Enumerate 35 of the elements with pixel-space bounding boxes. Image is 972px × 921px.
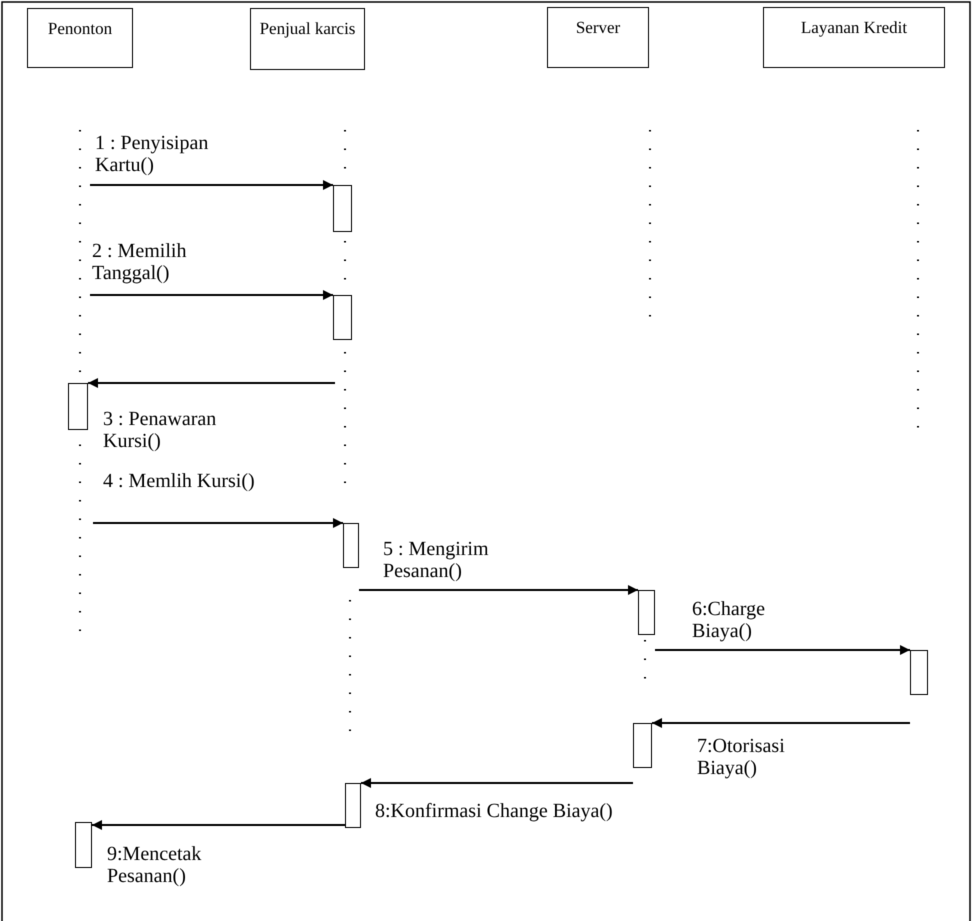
- lifeline-head-box: [27, 8, 133, 68]
- lifeline-head-box: [250, 8, 365, 70]
- lifeline-head-box: [547, 7, 649, 68]
- activation-bar: [638, 590, 655, 635]
- lifeline-name: Layanan Kredit: [800, 18, 908, 37]
- message-label: 1 : Penyisipan Kartu(): [95, 132, 210, 176]
- message-arrow: [655, 645, 910, 655]
- activation-bar: [333, 185, 352, 232]
- message-label: 8:Konfirmasi Change Biaya(): [375, 800, 614, 822]
- message-label: 7:Otorisasi Biaya(): [697, 735, 786, 779]
- activation-bar: [633, 723, 652, 768]
- lifeline-head-box: [763, 7, 945, 68]
- message-arrow: [93, 518, 343, 528]
- activation-bar: [75, 822, 92, 868]
- message-arrow: [361, 778, 633, 788]
- message-label: 9:Mencetak Pesanan(): [107, 843, 202, 887]
- message-label: 4 : Memlih Kursi(): [103, 470, 256, 492]
- lifeline-name: Penonton: [48, 19, 112, 38]
- lifeline-name: Penjual karcis: [260, 19, 356, 38]
- activation-bar: [343, 523, 359, 568]
- message-label: 2 : Memilih Tanggal(): [92, 240, 188, 284]
- activation-bar: [333, 295, 352, 340]
- message-arrow: [652, 718, 910, 728]
- message-arrow: [88, 378, 335, 388]
- message-label: 5 : Mengirim Pesanan(): [383, 538, 490, 582]
- message-arrow: [90, 180, 333, 190]
- message-label: 6:Charge Biaya(): [692, 598, 766, 642]
- lifeline-name: Server: [576, 18, 620, 37]
- activation-bar: [68, 383, 88, 430]
- activation-bar: [345, 783, 361, 828]
- activation-bar: [910, 650, 928, 695]
- message-arrow: [90, 290, 333, 300]
- message-arrow: [92, 820, 345, 830]
- message-arrow: [359, 585, 638, 595]
- message-label: 3 : Penawaran Kursi(): [103, 408, 218, 452]
